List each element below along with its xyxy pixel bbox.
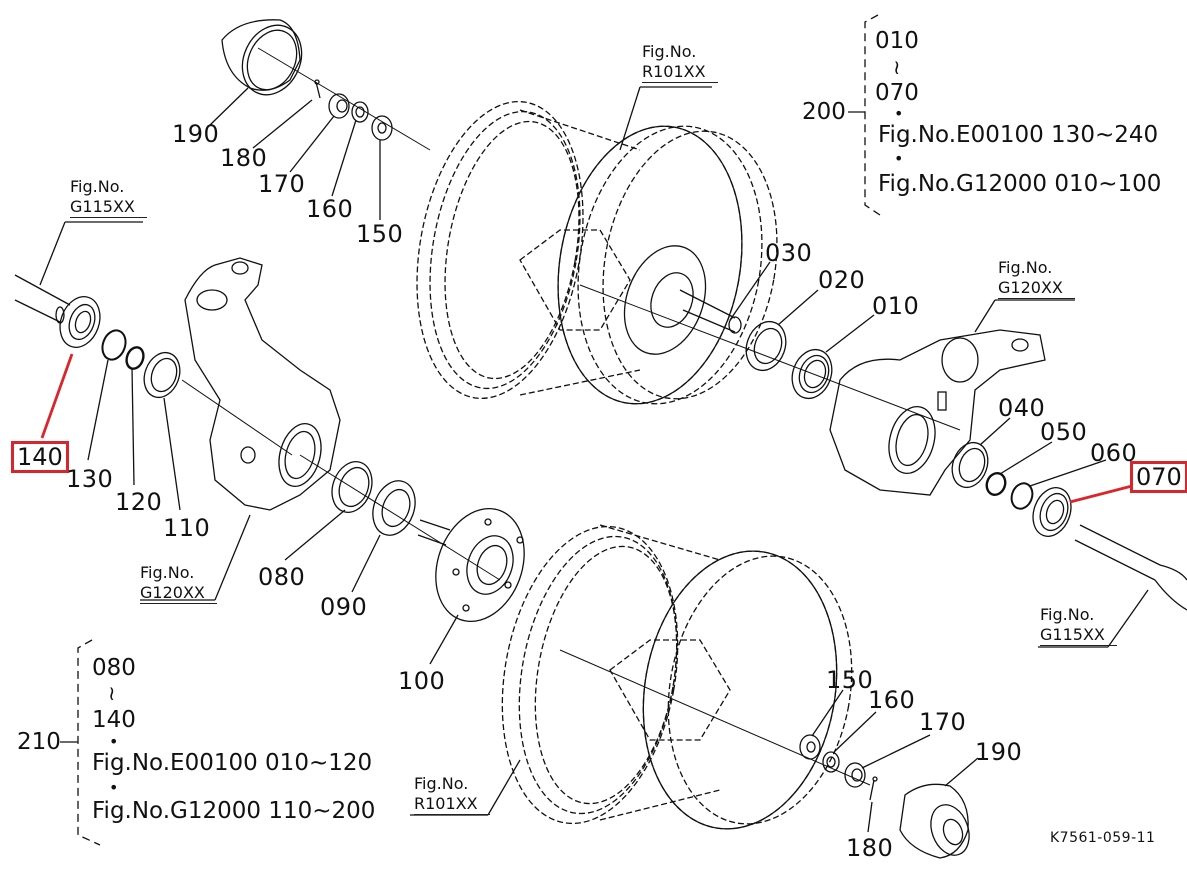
- part-label-190[interactable]: 190: [172, 120, 220, 148]
- part-label-180[interactable]: 180: [220, 144, 268, 172]
- part-label-190-bottom[interactable]: 190: [975, 738, 1023, 766]
- part-label-070-highlighted[interactable]: 070: [1130, 461, 1187, 493]
- fig-ref-line1: Fig.No.: [414, 774, 469, 793]
- ring-060: [1010, 482, 1034, 510]
- oil-seal-020: [745, 320, 787, 372]
- flat-washer-top: [371, 115, 393, 141]
- fig-ref-g115-left[interactable]: Fig.No. G115XX: [70, 177, 147, 218]
- oil-seal-090: [372, 480, 416, 536]
- fig-ref-g120-right[interactable]: Fig.No. G120XX: [998, 258, 1075, 299]
- fig-ref-line2: G115XX: [1040, 625, 1117, 646]
- fig-ref-line2: G120XX: [998, 278, 1075, 299]
- fig-ref-r101-top[interactable]: Fig.No. R101XX: [642, 42, 718, 83]
- assembly-ref-200[interactable]: 200: [802, 99, 846, 125]
- part-label-130[interactable]: 130: [66, 465, 114, 493]
- part-label-040[interactable]: 040: [998, 394, 1046, 422]
- bearing-040: [951, 441, 989, 489]
- fig-ref-r101-bottom[interactable]: Fig.No. R101XX: [414, 774, 490, 815]
- flat-washer-bottom: [799, 734, 821, 760]
- fig-ref-line1: Fig.No.: [140, 563, 195, 582]
- range-end: 070: [875, 80, 919, 106]
- highlight-leader-140: [40, 353, 74, 439]
- steering-knuckle-right: [829, 329, 1046, 496]
- fig-ref-line2: G115XX: [70, 197, 147, 218]
- part-label-160[interactable]: 160: [306, 195, 354, 223]
- oil-seal-070: [1032, 487, 1072, 537]
- oil-seal-140: [59, 296, 101, 348]
- highlight-leader-070: [1069, 484, 1133, 504]
- part-label-110[interactable]: 110: [163, 514, 211, 542]
- fig-ref-line1: Fig.No.: [998, 258, 1053, 277]
- bullet-dot: •: [894, 104, 904, 123]
- fig-ref-line2: R101XX: [642, 62, 718, 83]
- hub-cap-bottom: [899, 783, 970, 859]
- bullet-dot: •: [894, 149, 904, 168]
- fig-ref-line2: R101XX: [414, 794, 490, 815]
- part-label-160-bottom[interactable]: 160: [868, 686, 916, 714]
- steering-knuckle-left: [184, 257, 341, 511]
- part-label-150-bottom[interactable]: 150: [826, 666, 874, 694]
- tilde-glyph: ≀: [108, 681, 116, 705]
- fig-ref-line1: Fig.No.: [1040, 605, 1095, 624]
- range-end: 140: [92, 707, 136, 733]
- part-label-120[interactable]: 120: [115, 488, 163, 516]
- axle-shaft-right: [1074, 524, 1187, 611]
- part-label-060[interactable]: 060: [1090, 439, 1138, 467]
- part-label-050[interactable]: 050: [1040, 418, 1088, 446]
- hub-100: [417, 507, 525, 623]
- wheel-rim-bottom: [501, 524, 853, 830]
- part-label-080[interactable]: 080: [258, 563, 306, 591]
- part-label-170[interactable]: 170: [258, 170, 306, 198]
- part-label-140-highlighted[interactable]: 140: [11, 441, 69, 473]
- bearing-110: [143, 351, 181, 399]
- spring-washer-bottom: [822, 751, 840, 773]
- fig-ref-g120-left[interactable]: Fig.No. G120XX: [140, 563, 217, 604]
- note-line-2: Fig.No.G12000 010∼100: [878, 171, 1162, 197]
- cotter-pin-top: [314, 79, 321, 99]
- part-label-030[interactable]: 030: [765, 239, 813, 267]
- range-start: 080: [92, 655, 136, 681]
- ring-130: [101, 329, 127, 361]
- note-line-1: Fig.No.E00100 130∼240: [878, 122, 1159, 148]
- fig-ref-g115-right[interactable]: Fig.No. G115XX: [1040, 605, 1117, 646]
- castle-nut-top: [328, 93, 350, 119]
- part-label-100[interactable]: 100: [398, 667, 446, 695]
- bearing-010: [791, 348, 833, 400]
- part-label-180-bottom[interactable]: 180: [846, 834, 894, 862]
- bullet-dot: •: [109, 778, 119, 797]
- castle-nut-bottom: [844, 762, 866, 788]
- fig-ref-line1: Fig.No.: [642, 42, 697, 61]
- fig-ref-line2: G120XX: [140, 583, 217, 604]
- cotter-pin-bottom: [869, 776, 878, 801]
- note-line-1: Fig.No.E00100 010∼120: [92, 750, 373, 776]
- part-label-150[interactable]: 150: [356, 220, 404, 248]
- spring-washer-top: [351, 101, 369, 123]
- part-label-090[interactable]: 090: [320, 593, 368, 621]
- wheel-rim-top: [416, 100, 778, 405]
- note-line-2: Fig.No.G12000 110∼200: [92, 798, 376, 824]
- snap-ring-050: [985, 472, 1007, 496]
- fig-ref-line1: Fig.No.: [70, 177, 125, 196]
- range-start: 010: [875, 28, 919, 54]
- bracket-200: [864, 14, 881, 216]
- part-label-020[interactable]: 020: [818, 266, 866, 294]
- part-label-010[interactable]: 010: [872, 292, 920, 320]
- part-label-170-bottom[interactable]: 170: [919, 708, 967, 736]
- bullet-dot: •: [109, 732, 119, 751]
- hub-flange-030: [623, 245, 742, 355]
- tilde-glyph: ≀: [893, 55, 901, 79]
- drawing-id: K7561-059-11: [1050, 830, 1156, 846]
- assembly-ref-210[interactable]: 210: [17, 729, 61, 755]
- snap-ring-120: [125, 346, 145, 370]
- hub-cap-top: [221, 19, 303, 96]
